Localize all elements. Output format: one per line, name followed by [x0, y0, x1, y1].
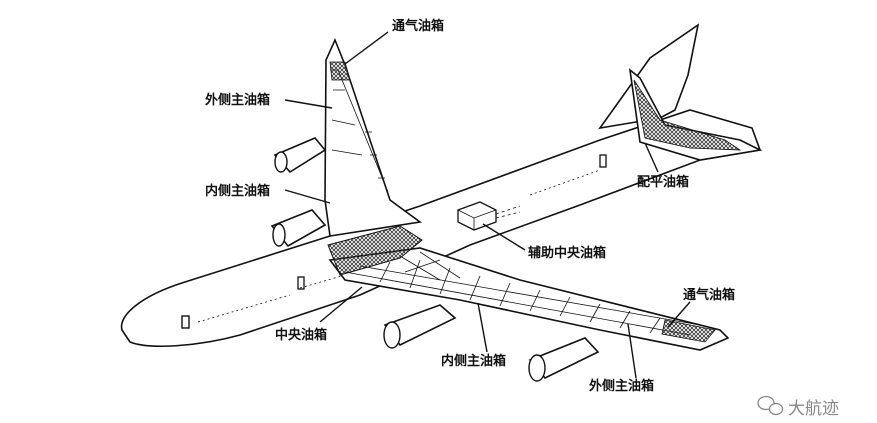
watermark: 大航迹 — [757, 395, 839, 419]
label-vent-tank-top: 通气油箱 — [392, 18, 444, 34]
trim-tank — [633, 79, 742, 151]
watermark-text: 大航迹 — [788, 399, 839, 419]
left-engine-outer — [273, 137, 327, 174]
label-center-tank: 中央油箱 — [275, 327, 327, 343]
right-wing-vent-tank — [661, 319, 716, 343]
left-wing-vent-tank — [329, 61, 351, 81]
aux-center-tank — [457, 201, 521, 231]
cockpit-window — [181, 315, 190, 329]
horizontal-stabilizer — [628, 68, 763, 161]
left-wing — [324, 37, 423, 237]
label-trim-tank: 配平油箱 — [637, 174, 689, 190]
door — [599, 154, 607, 168]
label-outer-main-tank-right: 外侧主油箱 — [588, 378, 654, 394]
label-aux-center-tank: 辅助中央油箱 — [528, 245, 606, 261]
left-engine-inner — [270, 209, 327, 248]
door — [297, 276, 305, 290]
label-inner-main-tank-right: 内侧主油箱 — [441, 353, 506, 369]
label-vent-tank-right: 通气油箱 — [683, 287, 735, 303]
wechat-icon — [757, 395, 784, 416]
label-inner-main-tank-left: 内侧主油箱 — [205, 183, 270, 199]
leader-lines — [284, 31, 691, 379]
window-row — [197, 169, 601, 323]
center-tank — [327, 225, 423, 276]
right-engine-outer — [528, 337, 600, 382]
label-outer-main-tank-left: 外侧主油箱 — [204, 92, 270, 108]
right-engine-inner — [383, 304, 457, 349]
